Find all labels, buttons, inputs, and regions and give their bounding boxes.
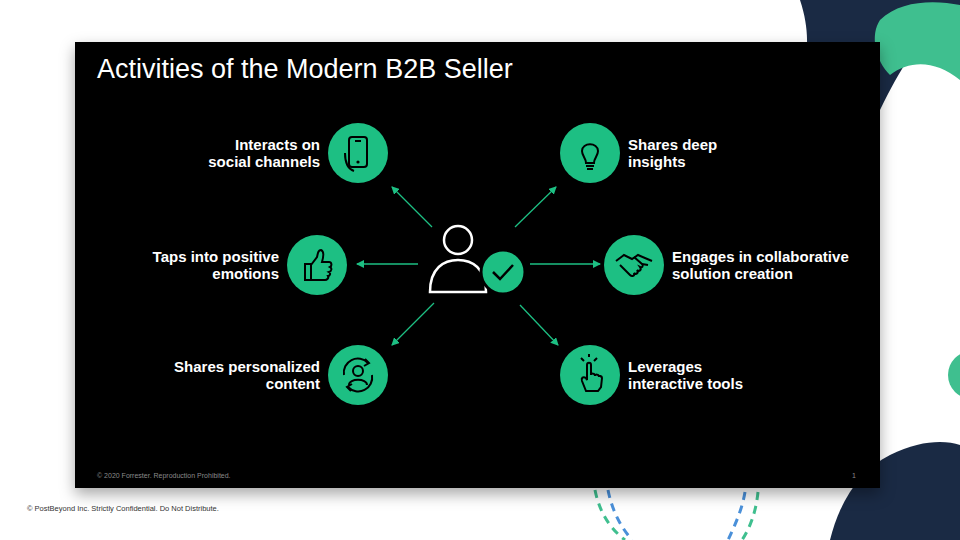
activity-icon — [560, 123, 620, 183]
arrow — [392, 303, 434, 345]
activity-icon — [328, 123, 388, 183]
dashed-arc — [608, 490, 632, 540]
activity-label: Shares deep insights — [628, 136, 740, 170]
arrow — [357, 263, 418, 264]
arrow — [520, 305, 558, 345]
activity-icon — [604, 235, 664, 295]
activity-label: Leverages interactive tools — [628, 358, 760, 392]
green-circle — [948, 351, 960, 399]
activity-label: Shares personalized content — [158, 358, 320, 392]
activity-label: Interacts on social channels — [192, 136, 320, 170]
arrow — [392, 187, 432, 227]
arrow — [515, 187, 556, 227]
activity-label: Engages in collaborative solution creati… — [672, 248, 877, 282]
activity-circle: Taps into positive emotions — [287, 235, 347, 295]
arrow — [530, 263, 600, 264]
dashed-arc — [728, 492, 745, 540]
activity-circle: Interacts on social channels — [328, 123, 388, 183]
dashed-arc — [742, 492, 758, 540]
confidentiality-note: © PostBeyond Inc. Strictly Confidential.… — [27, 504, 219, 513]
activity-icon — [560, 345, 620, 405]
activity-icon — [328, 345, 388, 405]
green-shape — [875, 2, 960, 80]
slide-title: Activities of the Modern B2B Seller — [97, 54, 513, 85]
seller-icon — [430, 226, 525, 294]
activity-circle: Shares deep insights — [560, 123, 620, 183]
activity-circle: Leverages interactive tools — [560, 345, 620, 405]
activity-circle: Engages in collaborative solution creati… — [604, 235, 664, 295]
copyright-note: © 2020 Forrester. Reproduction Prohibite… — [97, 472, 231, 479]
activity-circle: Shares personalized content — [328, 345, 388, 405]
page-number: 1 — [852, 472, 856, 479]
activity-label: Taps into positive emotions — [131, 248, 279, 282]
activity-icon — [287, 235, 347, 295]
